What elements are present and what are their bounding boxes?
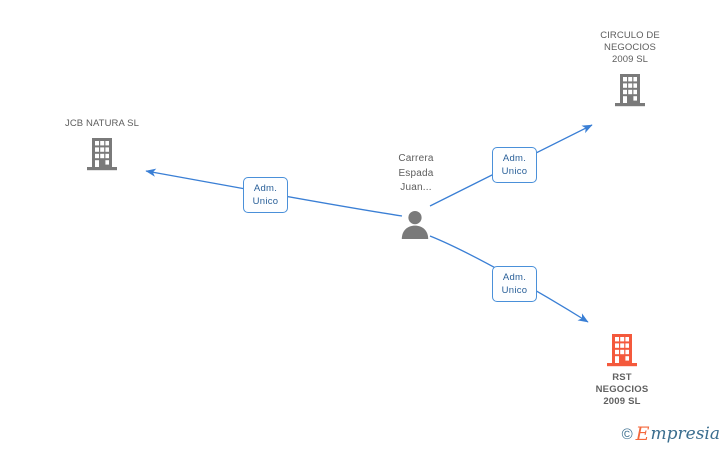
edge-label-jcb-natura[interactable]: Adm. Unico xyxy=(243,177,288,213)
watermark: © E mpresia xyxy=(622,425,720,444)
edge-label-line1: Adm. xyxy=(502,272,527,283)
edge-label-line1: Adm. xyxy=(502,153,527,164)
person-label-carrera-espada-juan: Carrera Espada Juan... xyxy=(398,153,434,193)
building-icon[interactable] xyxy=(87,136,117,172)
person-icon[interactable] xyxy=(398,209,432,239)
building-icon[interactable] xyxy=(607,332,637,368)
edge-label-line2: Unico xyxy=(501,285,528,296)
company-node-circulo-de-negocios[interactable]: CIRCULO DE NEGOCIOS 2009 SL xyxy=(570,30,690,108)
edge-label-line2: Unico xyxy=(501,166,528,177)
company-node-jcb-natura[interactable]: JCB NATURA SL xyxy=(32,118,172,172)
copyright-icon: © xyxy=(621,426,633,443)
edge-label-line2: Unico xyxy=(252,196,279,207)
company-label-jcb-natura: JCB NATURA SL xyxy=(65,118,139,129)
edge-label-line1: Adm. xyxy=(253,183,278,194)
company-label-rst-negocios: RST NEGOCIOS 2009 SL xyxy=(595,372,649,407)
company-node-rst-negocios[interactable]: RST NEGOCIOS 2009 SL xyxy=(562,332,682,408)
person-node-carrera-espada-juan[interactable] xyxy=(397,209,433,239)
edge-label-rst-negocios[interactable]: Adm. Unico xyxy=(492,266,537,302)
company-label-circulo-de-negocios: CIRCULO DE NEGOCIOS 2009 SL xyxy=(600,30,660,65)
edge-label-circulo-de-negocios[interactable]: Adm. Unico xyxy=(492,147,537,183)
brand-initial: E xyxy=(635,423,650,445)
brand-name: mpresia xyxy=(650,424,721,444)
building-icon[interactable] xyxy=(615,72,645,108)
